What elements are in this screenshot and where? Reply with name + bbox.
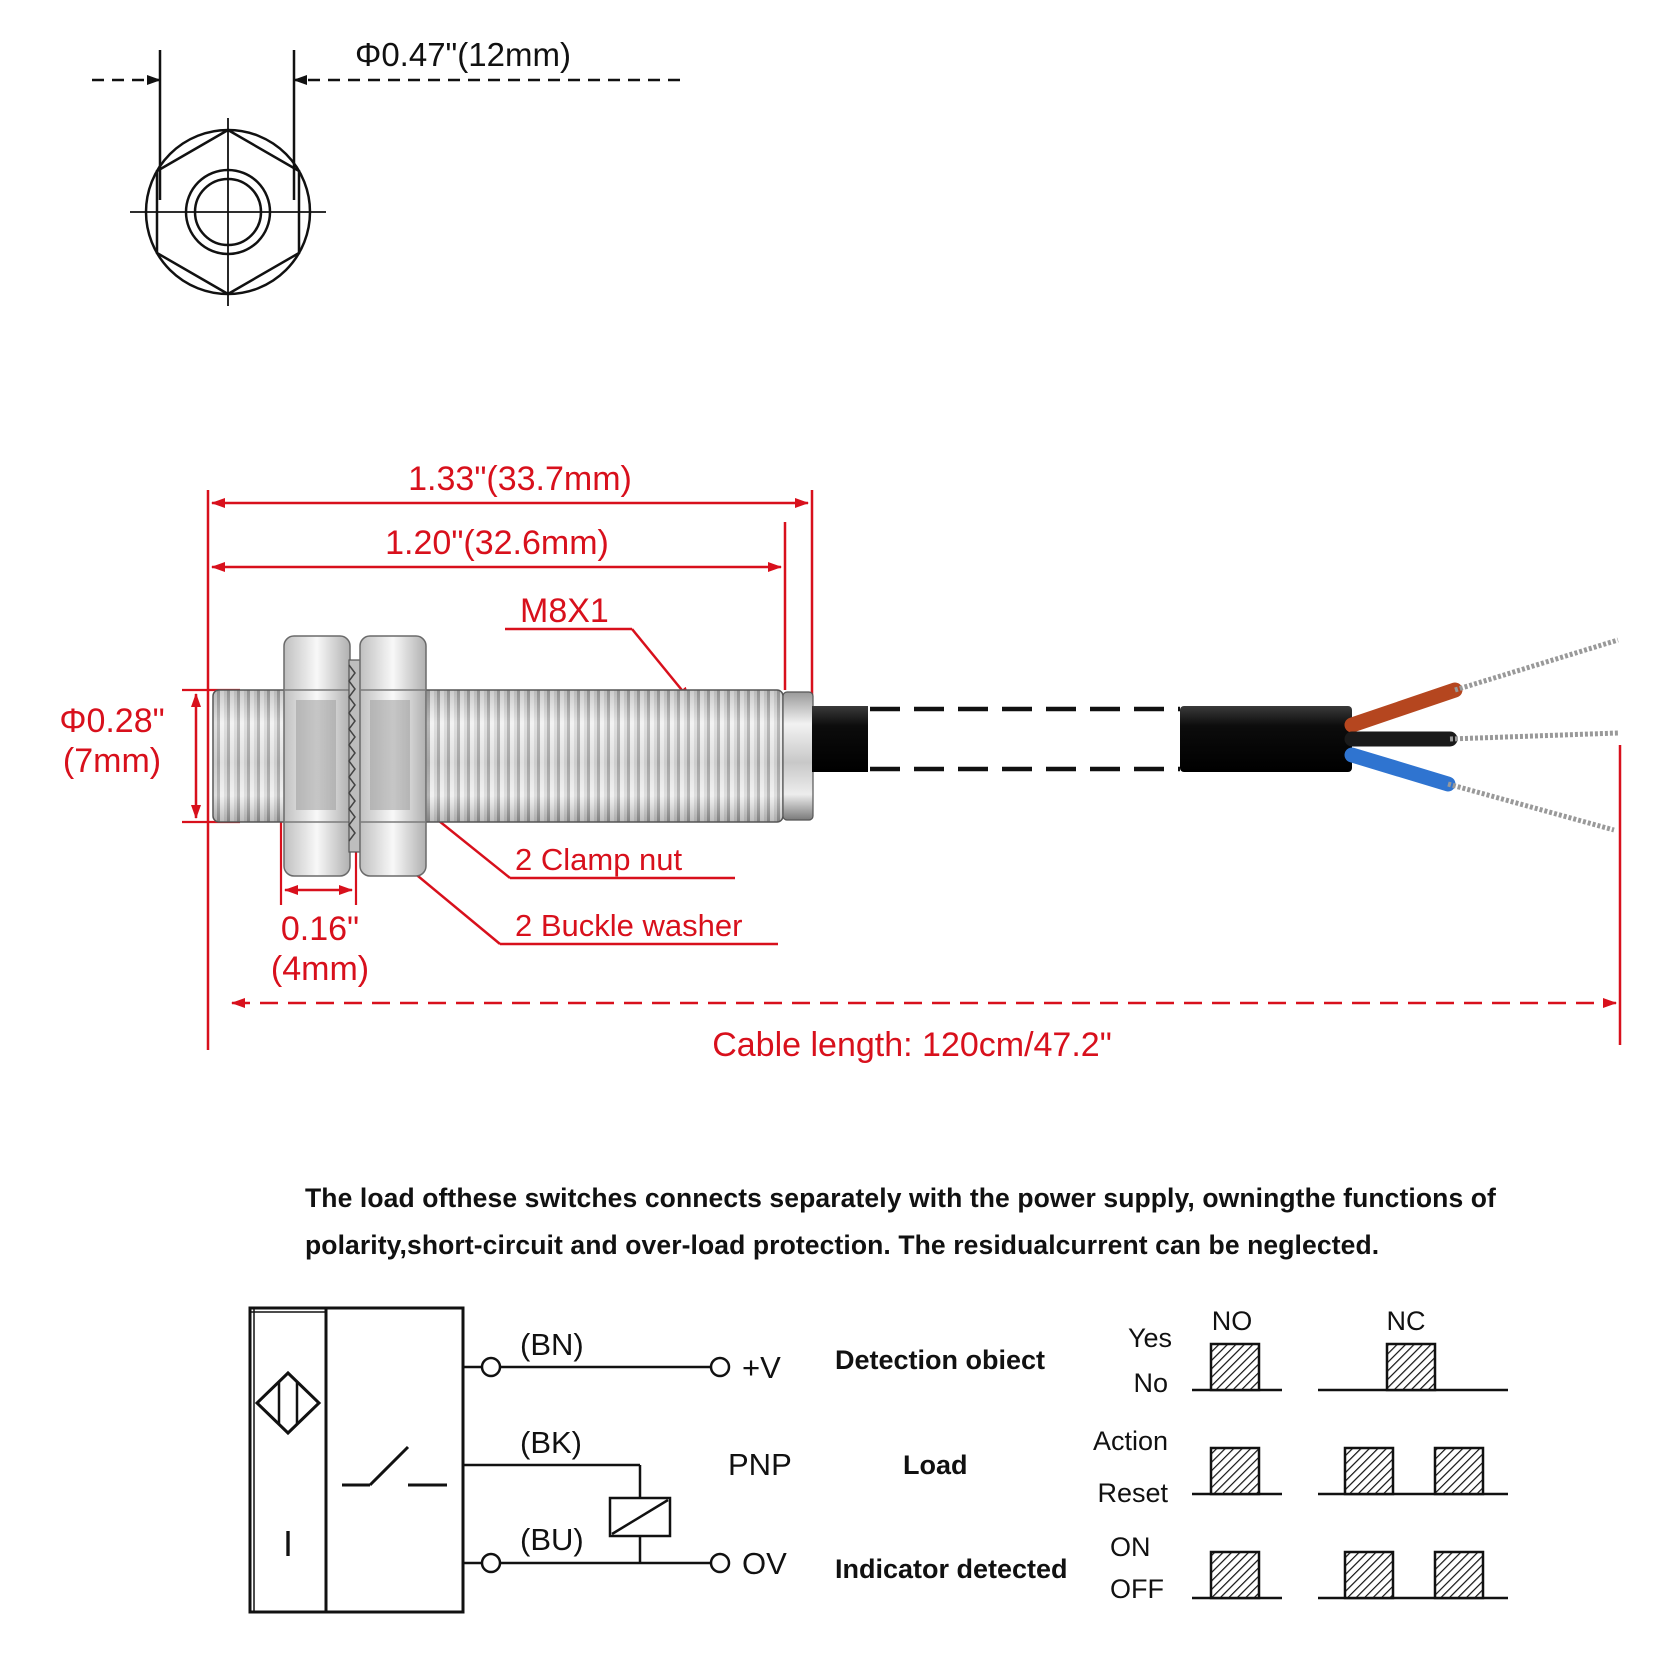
nut-width-label: 0.16"	[281, 910, 359, 948]
description-line-1: The load ofthese switches connects separ…	[305, 1183, 1496, 1213]
body-diameter-mm-label: (7mm)	[63, 742, 161, 780]
description-line-2: polarity,short-circuit and over-load pro…	[305, 1230, 1380, 1260]
wiring-diagram: I (BN) +V (BK) (BU) OV PNP	[248, 1306, 792, 1614]
row-bottom-off: OFF	[1110, 1574, 1164, 1604]
brown-wire	[1344, 682, 1463, 733]
sensor-box	[248, 1306, 465, 1614]
row-top-yes: Yes	[1128, 1323, 1172, 1353]
thread-length-label: 1.20"(32.6mm)	[385, 524, 609, 562]
inductive-symbol-icon	[254, 1370, 322, 1436]
bn-label: (BN)	[520, 1327, 584, 1362]
cable-segment-end	[1180, 706, 1352, 772]
pulse-nc-load-1	[1343, 1446, 1395, 1496]
plus-v-label: +V	[742, 1350, 781, 1385]
timing-table: NO NC Detection obiect Yes No Load Actio…	[835, 1306, 1508, 1604]
row-label-indicator: Indicator detected	[835, 1554, 1068, 1584]
zero-v-label: OV	[742, 1546, 787, 1581]
description-paragraph: The load ofthese switches connects separ…	[305, 1175, 1575, 1269]
bu-label: (BU)	[520, 1522, 584, 1557]
bk-label: (BK)	[520, 1425, 582, 1460]
no-column-header: NO	[1212, 1306, 1253, 1336]
cable-length-label: Cable length: 120cm/47.2"	[712, 1026, 1112, 1064]
row-bottom-no: No	[1133, 1368, 1168, 1398]
body-diameter-label: Φ0.28"	[59, 702, 164, 740]
pulse-no-load	[1209, 1446, 1261, 1496]
row-bottom-reset: Reset	[1097, 1478, 1168, 1508]
side-view-dimensions: 1.33"(33.7mm) 1.20"(32.6mm) M8X1 Φ0.28" …	[59, 460, 1622, 1064]
buckle-washer-label: 2 Buckle washer	[515, 908, 742, 943]
thread-spec-label: M8X1	[520, 592, 609, 630]
cable-segment-start	[812, 706, 868, 772]
pulse-nc-indicator-1	[1343, 1550, 1395, 1600]
top-view: Φ0.47"(12mm)	[92, 36, 680, 306]
overall-length-label: 1.33"(33.7mm)	[408, 460, 632, 498]
pnp-label: PNP	[728, 1447, 792, 1482]
buckle-washer	[348, 659, 362, 853]
pulse-nc-detection	[1385, 1342, 1437, 1392]
pulse-no-detection	[1209, 1342, 1261, 1392]
clamp-nut-label: 2 Clamp nut	[515, 842, 683, 877]
nut-width-mm-label: (4mm)	[271, 950, 369, 988]
top-diameter-label: Φ0.47"(12mm)	[355, 36, 571, 73]
pulse-no-indicator	[1209, 1550, 1261, 1600]
clamp-nut-1	[283, 635, 351, 877]
row-top-on: ON	[1110, 1532, 1151, 1562]
row-label-detection: Detection obiect	[835, 1345, 1045, 1375]
switch-icon	[342, 1445, 447, 1487]
pulse-nc-indicator-2	[1433, 1550, 1485, 1600]
nc-column-header: NC	[1387, 1306, 1426, 1336]
row-top-action: Action	[1093, 1426, 1168, 1456]
sensor-current-label: I	[283, 1523, 293, 1564]
pulse-nc-load-2	[1433, 1446, 1485, 1496]
blue-wire	[1344, 747, 1456, 792]
sensor-body	[212, 635, 814, 877]
barrel-end-cap	[782, 691, 814, 821]
row-label-load: Load	[903, 1450, 968, 1480]
clamp-nut-2	[359, 635, 427, 877]
cable	[812, 637, 1619, 833]
